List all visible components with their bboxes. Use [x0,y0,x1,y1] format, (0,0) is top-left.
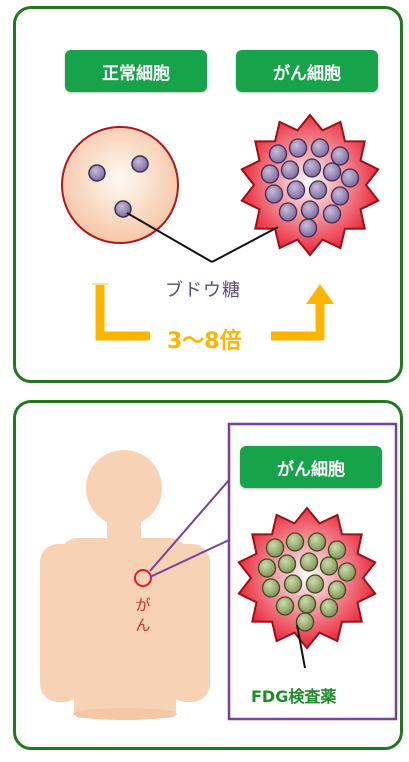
left-bracket-arrow [95,284,150,341]
cell-molecule [308,180,328,200]
cell-molecule [340,168,360,188]
cancer-cell-label-top-text: がん細胞 [273,63,341,84]
cancer-cell-label-bottom: がん細胞 [240,446,382,488]
cell-molecule [261,578,281,598]
cell-molecule [295,612,315,632]
cancer-cell-bottom [237,506,377,650]
normal-cell-label: 正常細胞 [65,50,207,92]
cell-molecule [310,138,330,158]
cell-molecule [277,554,297,574]
cell-molecule [260,164,280,184]
cell-molecule [265,538,285,558]
glucose-connector-lines [126,212,279,263]
cell-molecule [288,138,308,158]
top-diagram [61,113,380,341]
cancer-cell-label-top: がん細胞 [236,50,378,92]
cell-molecule [298,218,318,238]
cell-molecule [264,184,284,204]
cell-molecule [283,574,303,594]
cell-molecule [322,204,342,224]
human-body-figure [40,450,210,720]
cell-molecule [330,186,350,206]
cancer-location-marker [134,569,152,587]
cell-molecule [268,144,288,164]
cell-molecule [330,146,350,166]
ratio-label: 3〜8倍 [167,329,242,354]
cell-molecule [280,160,300,180]
cell-molecule [307,532,327,552]
cell-molecule [319,598,339,618]
cell-molecule [278,202,298,222]
glucose-label: ブドウ糖 [165,280,241,301]
cancer-cell-top [240,113,380,257]
cell-molecule [327,580,347,600]
cell-molecule [319,556,339,576]
fdg-label: FDG検査薬 [251,687,337,706]
cancer-cell-label-bottom-text: がん細胞 [277,459,345,480]
cell-molecule [302,158,322,178]
normal-cell-label-text: 正常細胞 [102,63,170,84]
cell-molecule [337,562,357,582]
cell-molecule [285,532,305,552]
cell-molecule [299,552,319,572]
cell-molecule [327,540,347,560]
cell-molecule [305,574,325,594]
cell-molecule [275,596,295,616]
cell-molecule [286,180,306,200]
cell-molecule [322,162,342,182]
fdg-connector-line [296,624,306,669]
zoom-lines [149,479,230,578]
cell-molecule [297,594,317,614]
cell-molecule [257,558,277,578]
normal-cell [61,126,179,244]
right-up-arrow [271,284,334,341]
cancer-vertical-label: がん [135,596,151,634]
